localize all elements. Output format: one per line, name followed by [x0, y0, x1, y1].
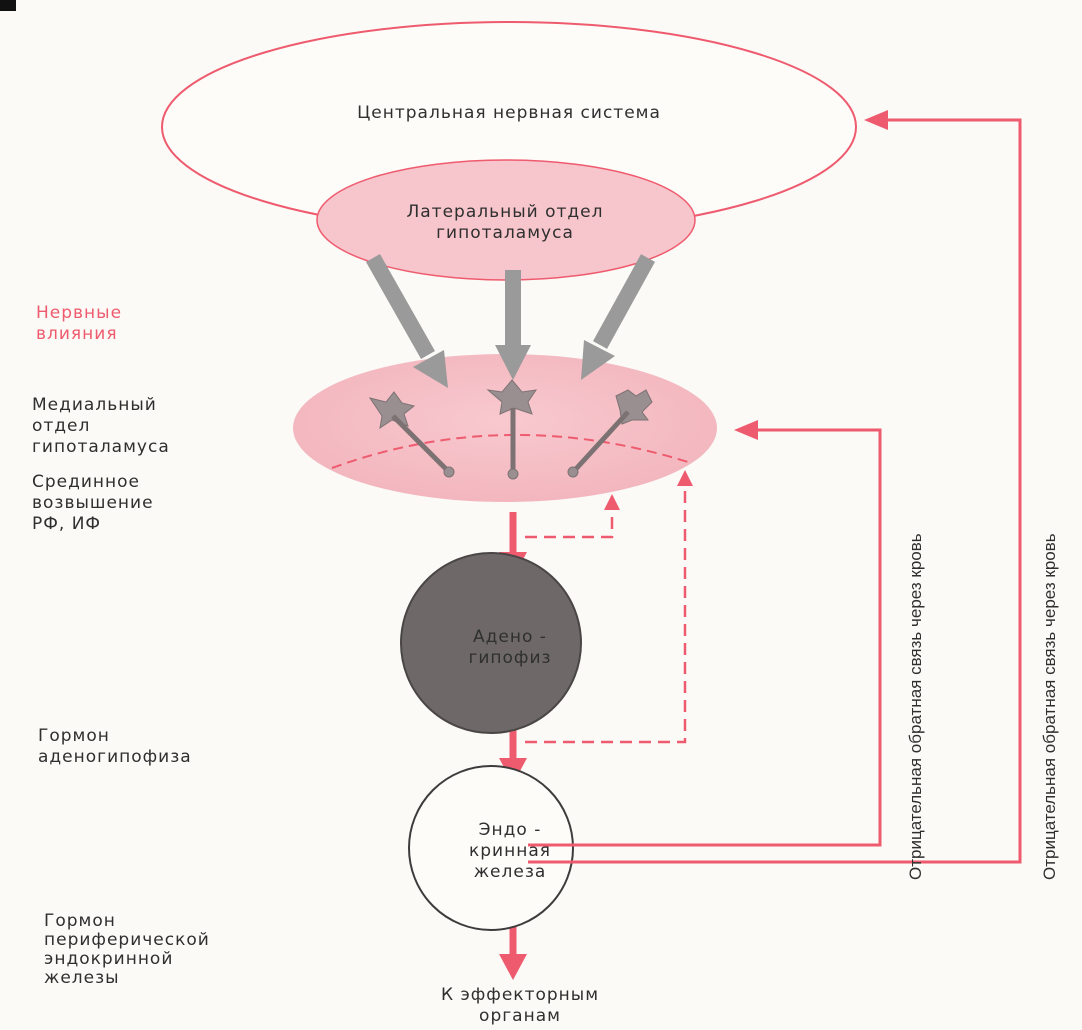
neuron-body-left [368, 391, 416, 430]
arrowhead-short [677, 470, 693, 486]
nerve-arrowhead-right [581, 340, 615, 380]
nerve-arrow-right [592, 254, 656, 349]
adenohypophysis-hormone-label: Гормон аденогипофиза [38, 726, 192, 767]
outer-feedback-label: Отрицательная обратная связь через кровь [1040, 533, 1059, 880]
neuron-axon-right [573, 410, 630, 472]
long-feedback [528, 118, 1022, 864]
peripheral-hormone-label: Гормон периферической эндокринной железы [44, 911, 210, 988]
short-loop [525, 482, 687, 744]
nerve-arrowhead-center [495, 345, 531, 380]
arrowhead-ultrashort [604, 494, 620, 510]
neuron-terminal-left [443, 466, 455, 478]
adenohypophysis-label: Адено - гипофиз [468, 627, 552, 668]
endocrine-gland-label: Эндо - кринная железа [469, 820, 551, 882]
neuron-axon-left [391, 414, 449, 472]
endocrine-gland-circle [408, 765, 574, 931]
median-eminence-boundary [331, 433, 689, 469]
nerve-arrowhead-left [413, 350, 448, 388]
lateral-hypothalamus-label: Латеральный отдел гипоталамуса [406, 202, 604, 243]
corner-mark [0, 0, 16, 11]
nervous-influences-label: Нервные влияния [36, 303, 123, 344]
effectors-label: К эффекторным органам [440, 985, 600, 1026]
median-eminence-label: Срединное возвышение РФ, ИФ [32, 472, 154, 534]
medial-hypothalamus-blob [293, 354, 717, 502]
ultrashort-loop [525, 505, 614, 539]
adenohypophysis-circle [400, 552, 582, 734]
short-feedback [525, 482, 687, 744]
neuron-terminal-right [567, 466, 579, 478]
nerve-arrow-left [366, 254, 435, 359]
nerve-arrows [366, 254, 656, 388]
arrowhead-outer-feedback [864, 110, 888, 130]
neuron-terminal-center [507, 468, 519, 480]
neurons [368, 379, 653, 480]
inner-feedback-line [528, 428, 882, 847]
outer-feedback-line [528, 118, 1022, 864]
medial-hypothalamus-label: Медиальный отдел гипоталамуса [32, 395, 170, 457]
arrowhead-to-effectors [499, 954, 527, 980]
neuron-body-center [486, 379, 538, 415]
inner-feedback-label: Отрицательная обратная связь через кровь [906, 533, 925, 880]
arrowhead-inner-feedback [734, 420, 758, 440]
cns-label: Центральная нервная система [357, 103, 661, 123]
